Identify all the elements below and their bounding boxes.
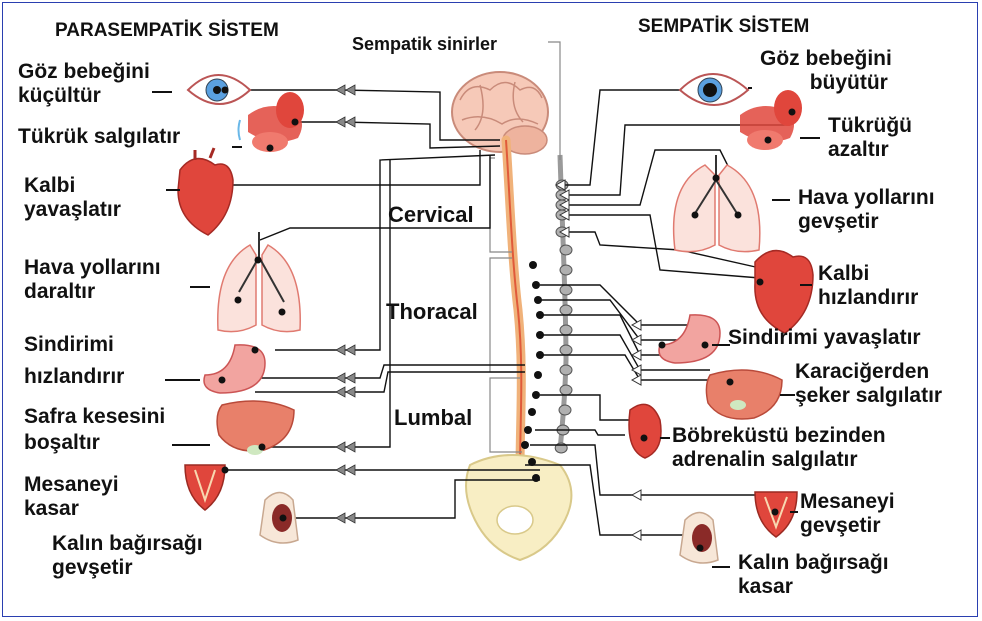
heart-right-illustration (755, 251, 813, 333)
synapse-arrow (346, 85, 355, 95)
synapse-arrow (336, 513, 345, 523)
synapse-arrow (336, 345, 345, 355)
para-saliva-label: Tükrük salgılatır (18, 125, 180, 149)
synapse-arrow (336, 373, 345, 383)
colon-right-illustration (680, 513, 718, 564)
synapse-arrow (336, 387, 345, 397)
synapse-arrow (346, 465, 355, 475)
lumbal-label: Lumbal (394, 406, 472, 431)
nerve-root-dot (528, 408, 536, 416)
brain-illustration (452, 72, 548, 154)
cervical-label: Cervical (388, 203, 474, 228)
nerve-root-dot (532, 391, 540, 399)
synapse-arrow (346, 117, 355, 127)
bladder-left-illustration (185, 465, 225, 510)
thoracal-label: Thoracal (386, 300, 478, 325)
synapse-arrow (336, 85, 345, 95)
nerve-root-dot (532, 281, 540, 289)
liver-right-illustration (706, 370, 782, 419)
synapse-arrow (346, 442, 355, 452)
sympathetic-heading: SEMPATİK SİSTEM (638, 16, 809, 37)
ganglion (560, 385, 572, 395)
ganglion (560, 265, 572, 275)
lungs-left-illustration (218, 232, 300, 332)
heart-left-illustration (178, 148, 233, 235)
synapse-arrow (336, 117, 345, 127)
synapse-arrow (632, 490, 641, 500)
nerve-root-dot (532, 474, 540, 482)
synapse-arrow (336, 465, 345, 475)
adrenal-right-illustration (629, 404, 661, 458)
eye-left-illustration (188, 75, 250, 104)
synapse-arrow (346, 373, 355, 383)
ganglion (560, 345, 572, 355)
stomach-right-illustration (659, 315, 720, 363)
ganglion (560, 325, 572, 335)
nerve-root-dot (534, 371, 542, 379)
synapse-arrow (346, 387, 355, 397)
synapse-arrow (346, 513, 355, 523)
synapse-arrow (336, 442, 345, 452)
ganglion (559, 405, 571, 415)
sympathetic-nerves-label: Sempatik sinirler (352, 34, 497, 54)
symp-digestion-label: Sindirimi yavaşlatır (728, 326, 921, 350)
pelvis-illustration (466, 455, 571, 560)
synapse-arrow (632, 375, 641, 385)
synapse-arrow (346, 345, 355, 355)
lungs-right-illustration (674, 155, 760, 252)
ganglion (560, 365, 572, 375)
synapse-arrow (632, 530, 641, 540)
nerve-root-dot (524, 426, 532, 434)
ganglion (560, 305, 572, 315)
parasympathetic-heading: PARASEMPATİK SİSTEM (55, 20, 279, 41)
colon-left-illustration (260, 493, 298, 544)
eye-right-illustration (680, 74, 748, 105)
nerve-root-dot (521, 441, 529, 449)
parasympathetic-synapses (336, 85, 355, 523)
nerve-root-dot (529, 261, 537, 269)
synapse-arrow (632, 335, 641, 345)
ganglion (560, 245, 572, 255)
ganglion (560, 285, 572, 295)
